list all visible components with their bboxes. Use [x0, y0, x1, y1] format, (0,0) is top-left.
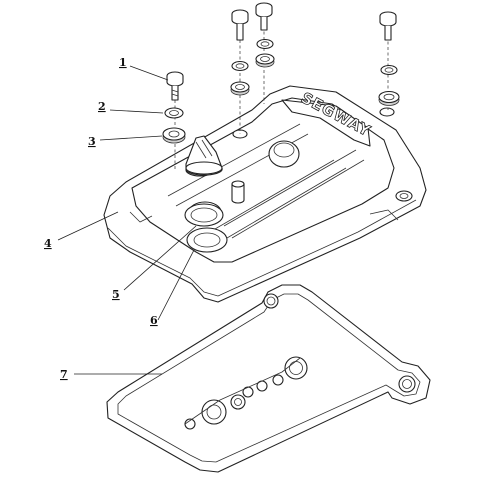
callout-4: 4 — [44, 237, 52, 250]
callout-6: 6 — [150, 314, 158, 327]
bolt-1 — [166, 71, 184, 101]
o-ring-6 — [184, 203, 224, 227]
callout-7: 7 — [60, 368, 68, 381]
bolt-right — [378, 11, 400, 106]
leader-lines — [57, 65, 197, 375]
bolt-center-right — [255, 2, 275, 68]
bolt-center-left — [230, 9, 250, 96]
valve-cover-4: SEGWAY — [103, 85, 427, 303]
grommet-3 — [162, 127, 186, 144]
callout-2: 2 — [98, 100, 106, 113]
callout-3: 3 — [88, 135, 96, 148]
washer-2 — [164, 107, 184, 119]
gasket-7 — [106, 284, 431, 473]
callout-5: 5 — [112, 288, 120, 301]
filler-cap — [185, 135, 223, 176]
callout-1: 1 — [119, 56, 127, 69]
